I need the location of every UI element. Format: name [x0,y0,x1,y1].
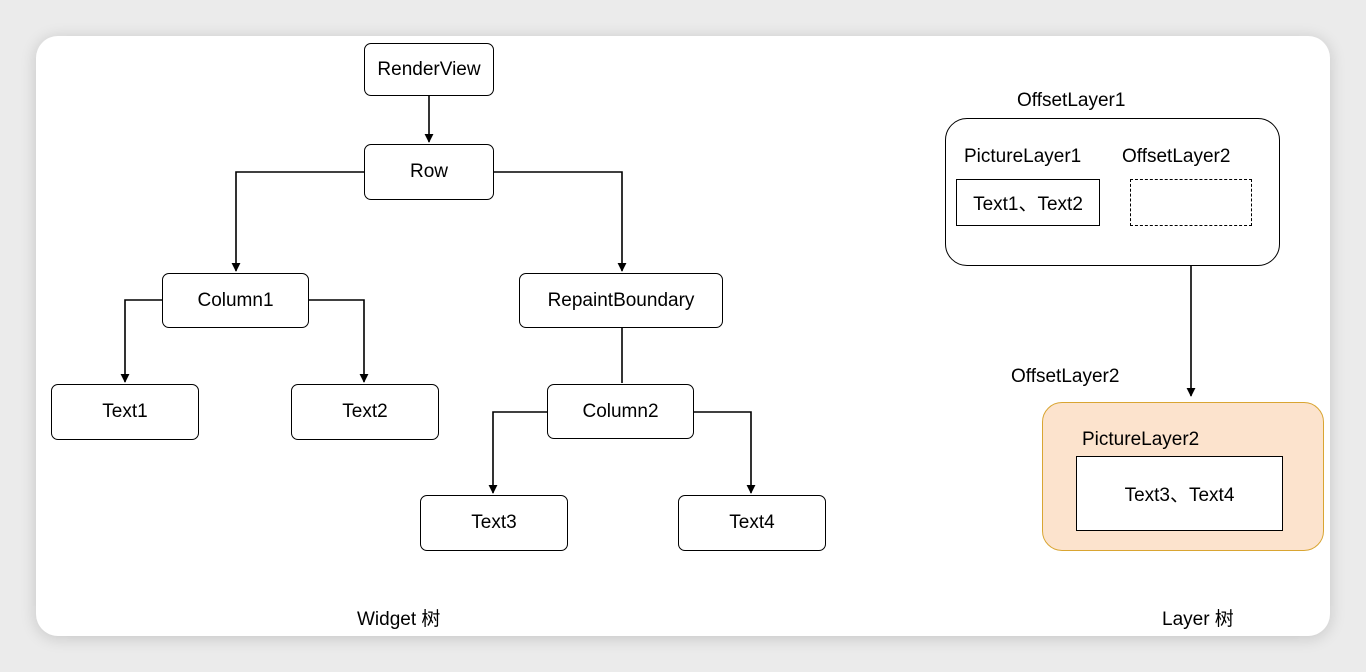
node-renderview: RenderView [364,43,494,96]
offset-layer2-inner-label: OffsetLayer2 [1122,146,1231,167]
edge-column2-text4 [694,411,756,494]
offset-layer2-label: OffsetLayer2 [1011,366,1120,387]
picture-layer1-label: PictureLayer1 [964,146,1082,167]
node-text2: Text2 [291,384,439,440]
edge-column1-text2 [309,299,369,383]
picture-layer2-content: Text3、Text4 [1076,456,1283,531]
edge-row-column1 [231,171,364,272]
node-column2: Column2 [547,384,694,439]
node-text4: Text4 [678,495,826,551]
offset-layer2-placeholder [1130,179,1252,226]
node-text3: Text3 [420,495,568,551]
picture-layer2-label: PictureLayer2 [1082,429,1200,450]
node-row: Row [364,144,494,200]
edge-column2-text3 [488,411,547,494]
node-column1: Column1 [162,273,309,328]
node-repaintboundary: RepaintBoundary [519,273,723,328]
layer-tree-caption: Layer 树 [1162,609,1234,630]
node-text1: Text1 [51,384,199,440]
offset-layer1-label: OffsetLayer1 [1017,90,1126,111]
edge-column1-text1 [120,299,162,383]
edge-row-repaintboundary [494,171,627,272]
picture-layer1-content: Text1、Text2 [956,179,1100,226]
widget-tree-caption: Widget 树 [357,609,441,630]
